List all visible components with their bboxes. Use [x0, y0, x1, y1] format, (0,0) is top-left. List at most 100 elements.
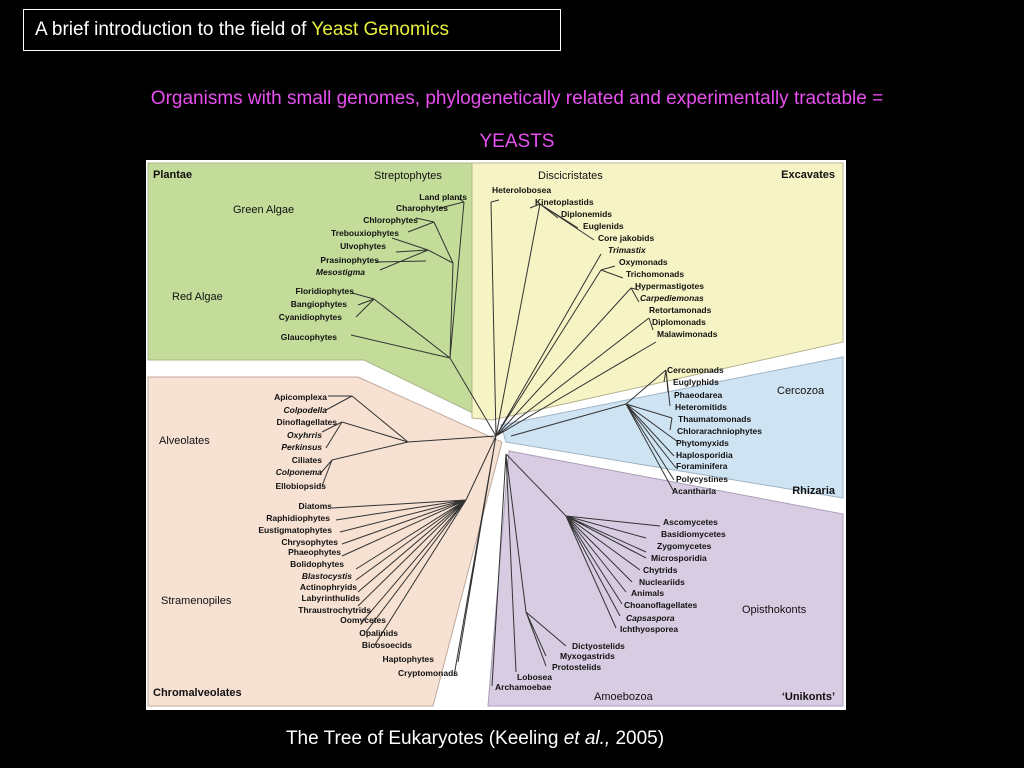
taxon-label: Heterolobosea — [492, 185, 551, 195]
slide-title-highlight: Yeast Genomics — [311, 19, 450, 40]
taxon-label: Trichomonads — [626, 269, 684, 279]
taxon-label: Polycystines — [676, 474, 728, 484]
taxon-label: Apicomplexa — [274, 392, 327, 402]
tree-branches — [319, 197, 679, 687]
taxon-label: Colponema — [276, 467, 323, 477]
taxon-label: Glaucophytes — [281, 332, 337, 342]
taxon-label: Foraminifera — [676, 461, 728, 471]
group-heading: Chromalveolates — [153, 687, 242, 699]
taxon-label: Kinetoplastids — [535, 197, 594, 207]
taxon-label: Diplomonads — [652, 317, 706, 327]
taxon-label: Raphidiophytes — [266, 513, 330, 523]
taxon-label: Thraustrochytrids — [298, 605, 371, 615]
taxon-label: Cercomonads — [667, 365, 724, 375]
taxon-label: Ulvophytes — [340, 241, 386, 251]
subgroup-label: Stramenopiles — [161, 595, 232, 607]
subgroup-label: Amoebozoa — [594, 691, 654, 703]
taxon-label: Heteromitids — [675, 402, 727, 412]
taxon-label: Animals — [631, 588, 664, 598]
taxon-label: Euglenids — [583, 221, 624, 231]
taxon-label: Phaeophytes — [288, 547, 341, 557]
taxon-label: Charophytes — [396, 203, 448, 213]
figure-caption: The Tree of Eukaryotes (Keeling et al., … — [0, 728, 950, 750]
taxon-label: Blastocystis — [302, 571, 352, 581]
taxon-label: Land plants — [419, 192, 467, 202]
taxon-label: Nucleariids — [639, 577, 685, 587]
taxon-label: Cyanidiophytes — [279, 312, 343, 322]
subgroup-label: Discicristates — [538, 170, 603, 182]
taxon-label: Trimastix — [608, 245, 647, 255]
taxon-label: Hypermastigotes — [635, 281, 704, 291]
taxon-label: Core jakobids — [598, 233, 654, 243]
taxon-label: Chlorarachniophytes — [677, 426, 762, 436]
caption-prefix: The Tree of Eukaryotes (Keeling — [285, 728, 564, 749]
taxon-label: Myxogastrids — [560, 651, 615, 661]
taxon-label: Malawimonads — [657, 329, 718, 339]
taxon-label: Thaumatomonads — [678, 414, 751, 424]
taxon-label: Protostelids — [552, 662, 601, 672]
caption-suffix: 2005) — [610, 728, 665, 749]
taxon-label: Floridiophytes — [295, 286, 354, 296]
taxon-label: Chrysophytes — [281, 537, 338, 547]
taxon-label: Bolidophytes — [290, 559, 344, 569]
group-heading: Plantae — [153, 169, 192, 181]
taxon-label: Capsaspora — [626, 613, 675, 623]
taxon-label: Zygomycetes — [657, 541, 712, 551]
subgroup-label: Alveolates — [159, 435, 210, 447]
subtitle-line-2: YEASTS — [479, 131, 555, 152]
subgroup-label: Streptophytes — [374, 170, 442, 182]
taxon-label: Archamoebae — [495, 682, 551, 692]
taxon-label: Retortamonads — [649, 305, 712, 315]
taxon-label: Diatoms — [298, 501, 332, 511]
taxon-label: Ichthyosporea — [620, 624, 678, 634]
taxon-label: Colpodella — [284, 405, 328, 415]
caption-italic: et al., — [563, 728, 611, 749]
taxon-label: Oomycetes — [340, 615, 386, 625]
taxon-label: Haptophytes — [383, 654, 435, 664]
subtitle-line-1: Organisms with small genomes, phylogenet… — [150, 88, 884, 109]
taxon-label: Actinophryids — [300, 582, 357, 592]
subgroup-label: Opisthokonts — [742, 604, 807, 616]
taxon-label: Phytomyxids — [676, 438, 729, 448]
taxon-label: Euglyphids — [673, 377, 719, 387]
taxon-label: Choanoflagellates — [624, 600, 697, 610]
taxon-label: Microsporidia — [651, 553, 707, 563]
taxon-label: Phaeodarea — [674, 390, 722, 400]
taxon-label: Dinoflagellates — [277, 417, 338, 427]
taxon-label: Ascomycetes — [663, 517, 718, 527]
taxon-label: Trebouxiophytes — [331, 228, 399, 238]
subgroup-label: Red Algae — [172, 291, 223, 303]
taxon-label: Ciliates — [292, 455, 323, 465]
taxon-label: Acantharia — [672, 486, 716, 496]
taxon-label: Haplosporidia — [676, 450, 733, 460]
taxon-label: Cryptomonads — [398, 668, 458, 678]
group-heading: Excavates — [781, 169, 835, 181]
rhizaria-panel — [500, 356, 844, 499]
group-heading: Rhizaria — [792, 485, 836, 497]
taxon-label: Ellobiopsids — [275, 481, 326, 491]
chromalveolates-panel — [147, 376, 503, 707]
subgroup-label: Green Algae — [233, 204, 294, 216]
taxon-label: Bicosoecids — [362, 640, 412, 650]
taxon-label: Basidiomycetes — [661, 529, 726, 539]
slide-title-box: A brief introduction to the field of Yea… — [23, 9, 561, 51]
unikonts-panel — [487, 450, 844, 707]
taxon-label: Chytrids — [643, 565, 678, 575]
taxon-label: Lobosea — [517, 672, 552, 682]
taxon-label: Carpediemonas — [640, 293, 704, 303]
subgroup-label: Cercozoa — [777, 385, 825, 397]
taxon-label: Oxymonads — [619, 257, 668, 267]
taxon-label: Dictyostelids — [572, 641, 625, 651]
taxon-label: Prasinophytes — [320, 255, 379, 265]
taxon-label: Oxyhrris — [287, 430, 322, 440]
taxon-label: Mesostigma — [316, 267, 365, 277]
slide-title-prefix: A brief introduction to the field of — [35, 19, 312, 40]
taxon-label: Bangiophytes — [291, 299, 347, 309]
taxon-label: Opalinids — [359, 628, 398, 638]
taxon-label: Eustigmatophytes — [258, 525, 332, 535]
taxon-label: Labyrinthulids — [301, 593, 360, 603]
group-heading: ‘Unikonts’ — [782, 691, 835, 703]
taxon-label: Diplonemids — [561, 209, 612, 219]
